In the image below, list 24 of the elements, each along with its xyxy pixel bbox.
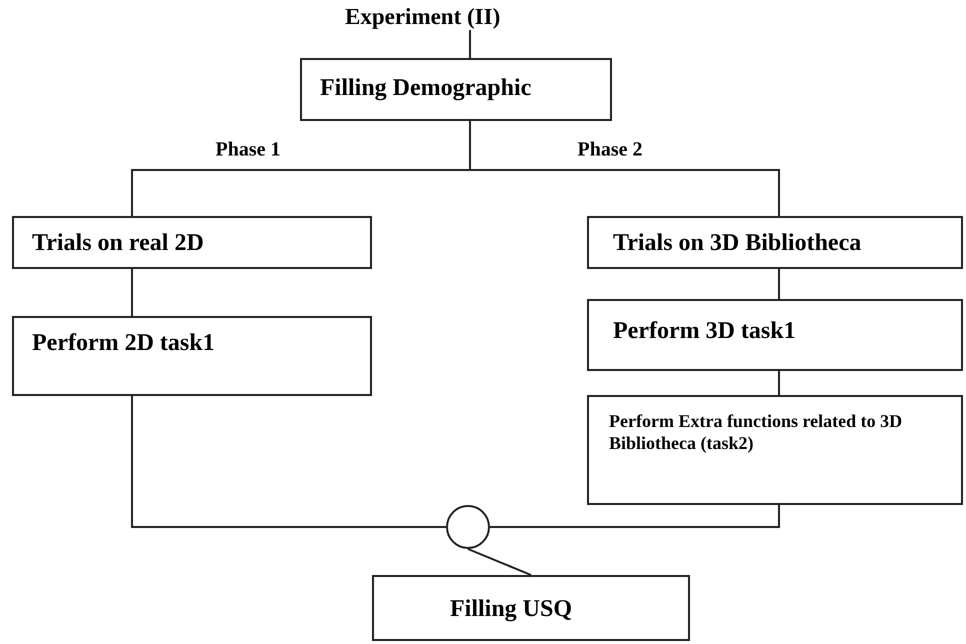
connector-line bbox=[469, 30, 471, 58]
box-label: Trials on real 2D bbox=[32, 229, 204, 258]
process-box bbox=[587, 216, 963, 269]
connector-line bbox=[468, 548, 532, 576]
box-label: Perform 2D task1 bbox=[32, 329, 215, 358]
connector-line bbox=[778, 269, 780, 299]
title-text: Experiment (II) bbox=[345, 4, 500, 30]
connector-line bbox=[131, 269, 133, 316]
process-box bbox=[12, 316, 372, 396]
box-label: Perform Extra functions related to 3D Bibliotheca (task2) bbox=[609, 411, 904, 454]
box-label: Perform 3D task1 bbox=[613, 317, 796, 346]
process-box bbox=[300, 58, 612, 121]
junction-circle bbox=[446, 505, 490, 549]
connector-line bbox=[131, 396, 446, 528]
box-label: Trials on 3D Bibliotheca bbox=[613, 229, 862, 258]
process-box bbox=[587, 395, 963, 505]
box-label: Filling Demographic bbox=[320, 74, 532, 103]
box-label: Filling USQ bbox=[450, 595, 572, 624]
connector-line bbox=[778, 371, 780, 395]
connector-line bbox=[469, 121, 780, 216]
connector-line bbox=[490, 505, 780, 528]
process-box bbox=[372, 575, 690, 641]
process-box bbox=[12, 216, 372, 269]
process-box bbox=[587, 299, 963, 371]
